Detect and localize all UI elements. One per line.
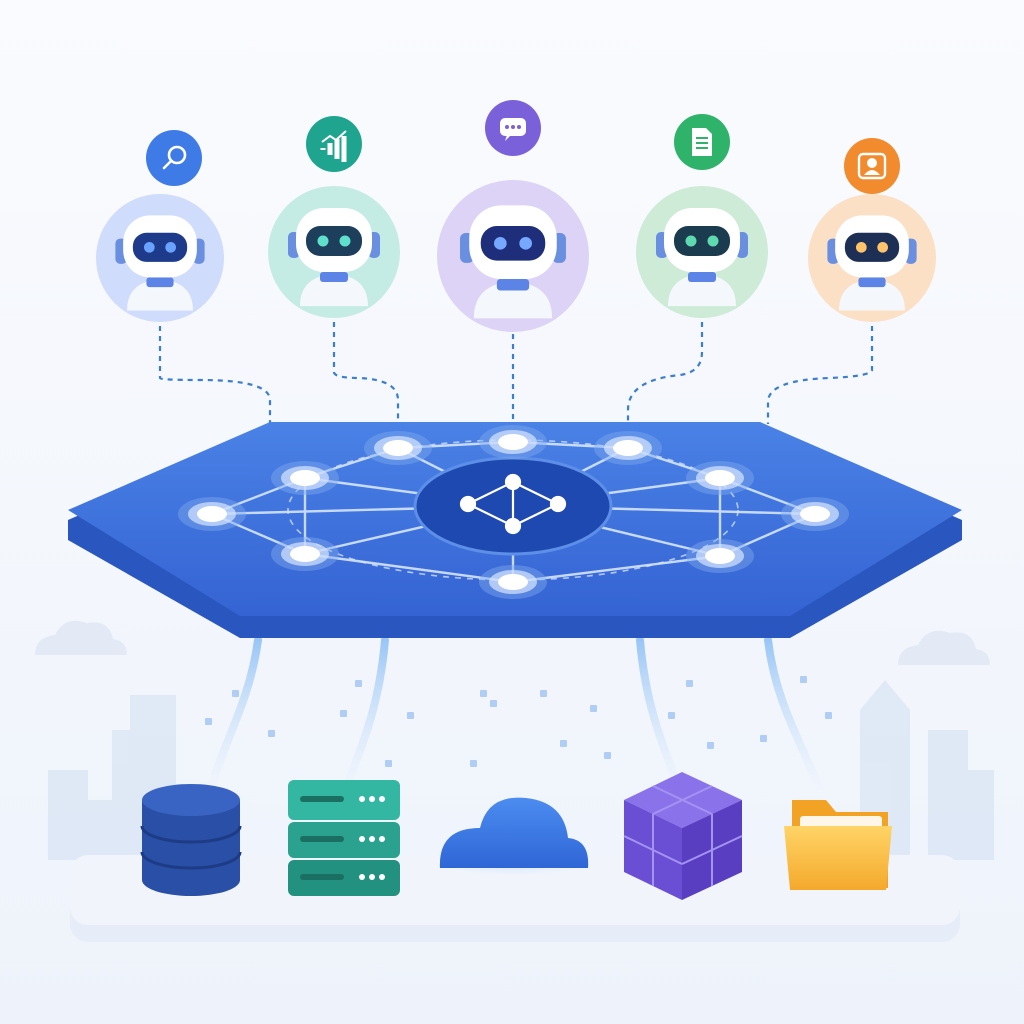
network-edge bbox=[304, 552, 514, 584]
background-clouds bbox=[35, 620, 990, 665]
cube-icon[interactable] bbox=[623, 772, 743, 900]
robot-icon bbox=[656, 208, 748, 307]
agent-chat[interactable] bbox=[437, 100, 589, 332]
data-particle bbox=[760, 735, 767, 742]
magnifier-icon bbox=[162, 145, 187, 170]
data-particle bbox=[800, 676, 807, 683]
user-profile-icon bbox=[857, 152, 887, 180]
data-particle bbox=[825, 712, 832, 719]
network-edge bbox=[512, 554, 721, 584]
database-cylinder-icon[interactable] bbox=[140, 784, 242, 896]
network-node[interactable] bbox=[271, 537, 339, 571]
server-rack-icon[interactable] bbox=[288, 780, 400, 896]
central-hub bbox=[413, 456, 613, 556]
connector-search bbox=[158, 326, 272, 425]
data-particle bbox=[407, 712, 414, 719]
network-node[interactable] bbox=[271, 461, 339, 495]
agent-connectors bbox=[158, 322, 874, 440]
network-node[interactable] bbox=[781, 497, 849, 531]
data-particles bbox=[205, 676, 832, 767]
network-node[interactable] bbox=[364, 431, 432, 465]
robot-icon bbox=[827, 215, 917, 311]
data-particle bbox=[490, 700, 497, 707]
network-nodes bbox=[178, 425, 849, 599]
connector-document bbox=[626, 322, 704, 440]
network-node[interactable] bbox=[594, 431, 662, 465]
cloud-icon[interactable] bbox=[439, 797, 589, 876]
data-particle bbox=[205, 718, 212, 725]
bar-chart-icon bbox=[320, 130, 347, 162]
hub-network-icon bbox=[459, 473, 567, 535]
data-beams bbox=[206, 636, 824, 794]
connector-user bbox=[766, 326, 874, 424]
data-particle bbox=[480, 690, 487, 697]
robot-icon bbox=[460, 205, 566, 319]
connector-analytics bbox=[332, 322, 400, 440]
data-particle bbox=[707, 742, 714, 749]
data-particle bbox=[540, 690, 547, 697]
network-node[interactable] bbox=[686, 539, 754, 573]
document-icon bbox=[692, 128, 712, 156]
data-particle bbox=[686, 680, 693, 687]
folder-icon[interactable] bbox=[784, 800, 892, 890]
robot-icon bbox=[115, 215, 205, 311]
agent-row bbox=[96, 100, 936, 332]
network-node[interactable] bbox=[479, 425, 547, 459]
robot-icon bbox=[288, 208, 380, 307]
task-badge-document[interactable] bbox=[674, 114, 730, 170]
data-particle bbox=[560, 740, 567, 747]
data-particle bbox=[604, 752, 611, 759]
agent-user[interactable] bbox=[808, 138, 936, 322]
data-particle bbox=[470, 760, 477, 767]
agent-search[interactable] bbox=[96, 130, 224, 322]
data-particle bbox=[668, 712, 675, 719]
task-badge-analytics[interactable] bbox=[306, 116, 362, 172]
task-badge-user[interactable] bbox=[844, 138, 900, 194]
network-node[interactable] bbox=[178, 497, 246, 531]
task-badge-chat[interactable] bbox=[485, 100, 541, 156]
data-particle bbox=[355, 680, 362, 687]
chat-bubble-icon bbox=[500, 118, 526, 141]
data-particle bbox=[590, 705, 597, 712]
data-particle bbox=[268, 730, 275, 737]
agent-document[interactable] bbox=[636, 114, 768, 318]
data-particle bbox=[340, 710, 347, 717]
agent-analytics[interactable] bbox=[268, 116, 400, 318]
data-particle bbox=[385, 760, 392, 767]
network-node[interactable] bbox=[686, 461, 754, 495]
data-particle bbox=[232, 690, 239, 697]
task-badge-search[interactable] bbox=[146, 130, 202, 186]
resource-row bbox=[140, 772, 892, 900]
network-node[interactable] bbox=[479, 565, 547, 599]
